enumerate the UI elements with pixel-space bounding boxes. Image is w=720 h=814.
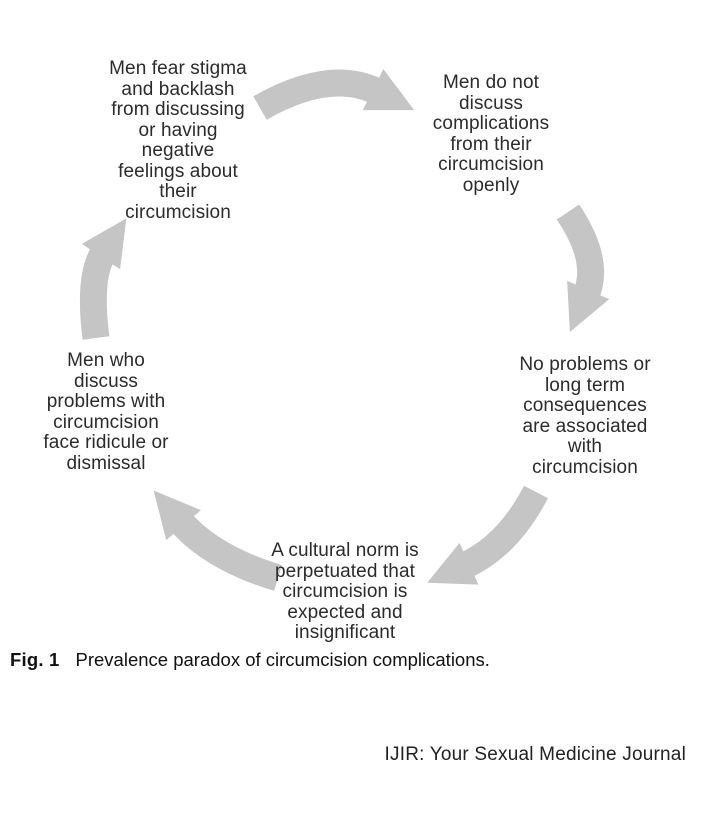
- arrow-icon-notdiscussed-to-noproblems: [556, 204, 610, 333]
- cycle-node-no-problems-assumed: No problems or long term consequences ar…: [519, 354, 651, 478]
- figure-caption: Fig. 1 Prevalence paradox of circumcision…: [10, 649, 690, 671]
- cycle-node-fear-stigma: Men fear stigma and backlash from discus…: [109, 58, 247, 223]
- figure-caption-label: Fig. 1: [10, 649, 60, 670]
- arrow-icon-noproblems-to-culturalnorm: [427, 485, 548, 585]
- arrow-icon-culturalnorm-to-ridicule: [153, 490, 283, 591]
- cycle-node-not-discussed-openly: Men do not discuss complications from th…: [432, 72, 550, 196]
- arrow-icon-fearstigma-to-notdiscussed: [253, 69, 415, 120]
- arrow-icon-ridicule-to-fearstigma: [79, 218, 127, 340]
- cycle-node-ridicule-dismissal: Men who discuss problems with circumcisi…: [43, 350, 169, 474]
- figure-caption-text: Prevalence paradox of circumcision compl…: [75, 649, 490, 670]
- journal-footer-text: IJIR: Your Sexual Medicine Journal: [384, 744, 686, 765]
- cycle-node-cultural-norm: A cultural norm is perpetuated that circ…: [271, 540, 419, 643]
